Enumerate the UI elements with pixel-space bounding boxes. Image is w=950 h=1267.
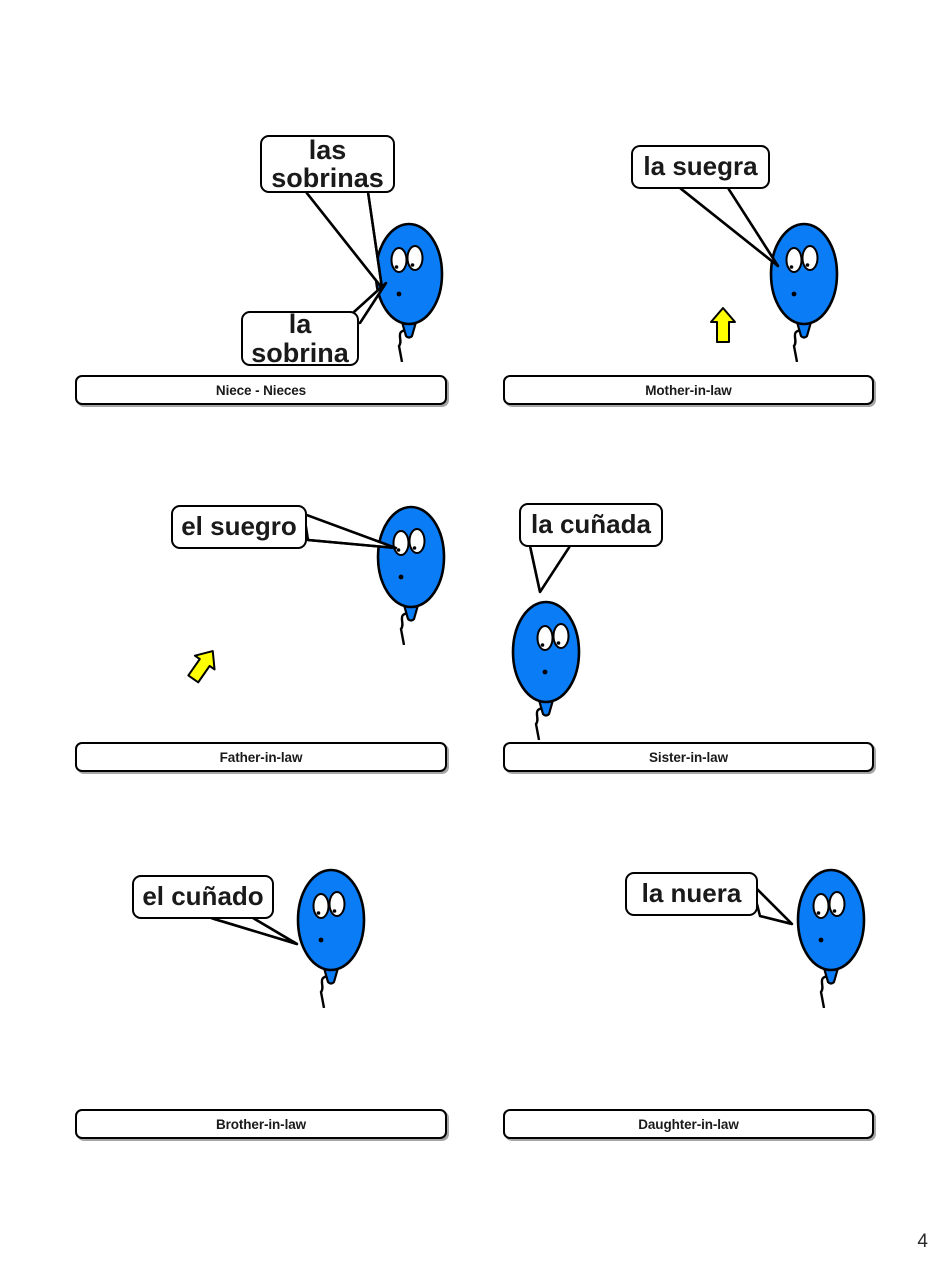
caption-label: Father-in-law bbox=[219, 749, 303, 765]
caption-label: Niece - Nieces bbox=[215, 382, 307, 398]
caption-label: Sister-in-law bbox=[649, 749, 728, 765]
speech-bubble-la-suegra: la suegra bbox=[631, 145, 770, 189]
speech-bubble-tail-el-suegro bbox=[296, 510, 398, 550]
bubble-text: la suegra bbox=[643, 151, 758, 182]
bubble-text: el suegro bbox=[181, 511, 297, 542]
bubble-text: las sobrinas bbox=[271, 134, 384, 193]
balloon-figure bbox=[796, 868, 866, 1008]
caption-label: Daughter-in-law bbox=[638, 1116, 739, 1132]
speech-bubble-la-sobrina: la sobrina bbox=[241, 309, 359, 368]
speech-bubble-la-cunada: la cuñada bbox=[519, 503, 663, 547]
caption-box-daughter-in-law: Daughter-in-law bbox=[503, 1109, 874, 1139]
bubble-text: la nuera bbox=[641, 878, 742, 909]
page-number: 4 bbox=[917, 1231, 928, 1252]
bubble-text: la cuñada bbox=[531, 509, 651, 540]
bubble-text: la sobrina bbox=[251, 309, 349, 368]
up-arrow-icon bbox=[187, 650, 216, 684]
balloon-figure bbox=[511, 600, 581, 740]
speech-bubble-tail-la-suegra bbox=[674, 183, 780, 268]
speech-bubble-tail-la-cunada bbox=[524, 541, 574, 594]
balloon-figure bbox=[296, 868, 366, 1008]
bubble-text: el cuñado bbox=[142, 881, 264, 912]
caption-label: Brother-in-law bbox=[215, 1116, 307, 1132]
speech-bubble-el-cunado: el cuñado bbox=[132, 875, 274, 919]
speech-bubble-tail-el-cunado bbox=[205, 913, 299, 946]
balloon-figure bbox=[769, 222, 839, 362]
caption-box-father-in-law: Father-in-law bbox=[75, 742, 447, 772]
caption-label: Mother-in-law bbox=[645, 382, 732, 398]
speech-bubble-el-suegro: el suegro bbox=[171, 505, 307, 549]
up-arrow-icon bbox=[710, 307, 736, 343]
caption-box-niece: Niece - Nieces bbox=[75, 375, 447, 405]
caption-box-brother-in-law: Brother-in-law bbox=[75, 1109, 447, 1139]
caption-box-sister-in-law: Sister-in-law bbox=[503, 742, 874, 772]
speech-bubble-la-nuera: la nuera bbox=[625, 872, 758, 916]
speech-bubble-las-sobrinas: las sobrinas bbox=[260, 135, 395, 193]
caption-box-mother-in-law: Mother-in-law bbox=[503, 375, 874, 405]
balloon-figure bbox=[376, 505, 446, 645]
